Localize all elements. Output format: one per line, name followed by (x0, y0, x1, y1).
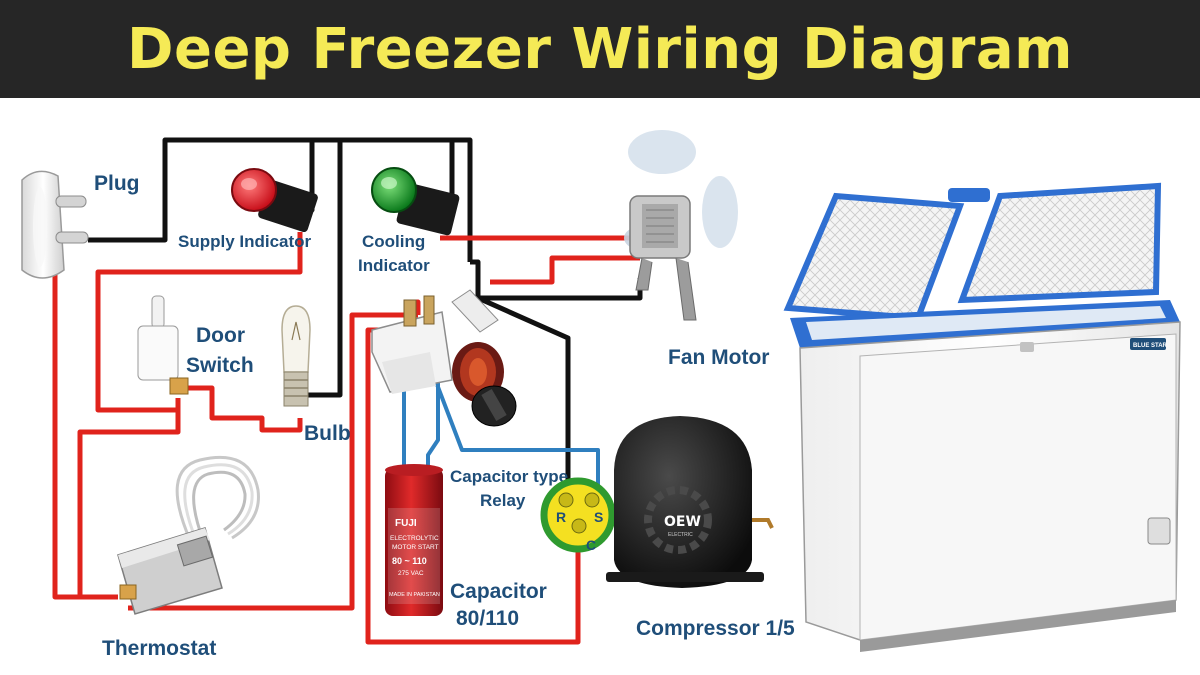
page-title: Deep Freezer Wiring Diagram (126, 16, 1073, 82)
black-wire-supply-to-bulb (306, 137, 343, 398)
relay-label-line2: Relay (480, 491, 526, 510)
red-wire-supply-indicator (95, 232, 303, 413)
black-wire-plug-to-top (88, 137, 473, 262)
capacitor-print-line3: 80 ~ 110 (392, 556, 427, 566)
freezer-brand: BLUE STAR (1133, 343, 1168, 349)
capacitor-label-line2: 80/110 (456, 607, 519, 630)
blue-wire-capacitor-right (426, 360, 440, 470)
plug (21, 170, 89, 279)
door-switch-label-line1: Door (196, 324, 245, 347)
title-bar: Deep Freezer Wiring Diagram (0, 0, 1200, 98)
cooling-indicator-label-line2: Indicator (358, 256, 430, 275)
plug-label: Plug (94, 172, 140, 195)
bulb-label: Bulb (304, 422, 351, 445)
red-wire-door-to-thermostat (77, 398, 181, 597)
deep-freezer: BLUE STAR (783, 182, 1181, 652)
supply-indicator-label: Supply Indicator (178, 232, 312, 251)
door-switch-label-line2: Switch (186, 354, 254, 377)
red-wire-thermostat-to-relay (128, 312, 418, 611)
red-wire-fan-loop (490, 255, 640, 285)
red-wire-door-to-bulb (183, 385, 303, 433)
thermostat-label: Thermostat (102, 637, 216, 660)
door-switch (137, 295, 189, 395)
compressor-terminals (540, 477, 616, 553)
capacitor-print-line4: 275 VAC (398, 570, 424, 577)
capacitor-print-line5: MADE IN PAKISTAN (389, 592, 440, 598)
cooling-indicator (371, 167, 460, 236)
cooling-indicator-label-line1: Cooling (362, 232, 425, 251)
terminal-s-label: S (594, 509, 603, 525)
terminal-r-label: R (556, 509, 566, 525)
black-wire-to-relay (476, 295, 571, 488)
wiring-diagram: Plug Supply Indicator Cooling Indicator … (21, 130, 1181, 660)
capacitor: FUJI ELECTROLYTIC MOTOR START 80 ~ 110 2… (385, 464, 443, 616)
capacitor-label-line1: Capacitor (450, 580, 547, 603)
compressor-label: Compressor 1/5 (636, 617, 795, 640)
bulb (281, 305, 311, 407)
capacitor-brand: FUJI (395, 518, 417, 529)
thermostat (117, 455, 260, 615)
fan-motor-label: Fan Motor (668, 346, 769, 369)
compressor-logo-sub: ELECTRIC (668, 532, 693, 538)
terminal-c-label: C (586, 537, 596, 553)
capacitor-print-line1: ELECTROLYTIC (390, 535, 439, 542)
capacitor-type-relay (371, 289, 517, 427)
fan-motor (624, 130, 738, 321)
relay-label-line1: Capacitor type (450, 467, 568, 486)
compressor-logo-text: OEW (664, 514, 701, 530)
blue-wire-relay-to-s (420, 344, 600, 492)
compressor: OEW ELECTRIC (606, 416, 774, 588)
supply-indicator (231, 168, 318, 233)
capacitor-print-line2: MOTOR START (392, 544, 439, 551)
